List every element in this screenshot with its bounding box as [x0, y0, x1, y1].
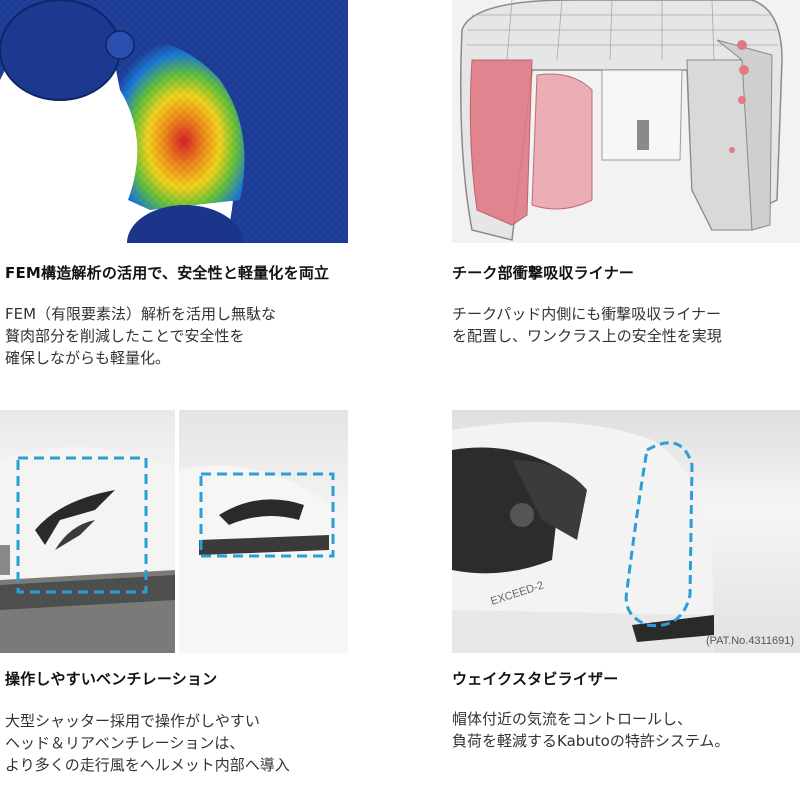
feature-heading-fem: FEM構造解析の活用で、安全性と軽量化を両立 [5, 264, 330, 282]
description-line: より多くの走行風をヘルメット内部へ導入 [5, 756, 290, 774]
description-line: 贅肉部分を削減したことで安全性を [5, 327, 245, 345]
feature-heading-cheek-liner: チーク部衝撃吸収ライナー [452, 264, 635, 282]
ventilation-image-rear [179, 410, 348, 653]
cheek-liner-illustration [460, 0, 783, 241]
description-line: ヘッド＆リアベンチレーションは、 [5, 734, 245, 752]
rear-vent-illustration [179, 465, 348, 653]
description-line: 負荷を軽減するKabutoの特許システム。 [452, 732, 730, 750]
feature-description-cheek-liner: チークパッド内側にも衝撃吸収ライナー を配置し、ワンクラス上の安全性を実現 [452, 303, 722, 347]
fem-analysis-illustration [0, 0, 348, 243]
feature-heading-ventilation: 操作しやすいベンチレーション [5, 670, 218, 688]
wake-stabilizer-image: EXCEED-2 (PAT.No.4311691) [452, 410, 800, 653]
fem-analysis-image [0, 0, 348, 243]
ventilation-image-front [0, 410, 175, 653]
cheek-liner-image [452, 0, 800, 243]
description-line: を配置し、ワンクラス上の安全性を実現 [452, 327, 722, 345]
feature-description-ventilation: 大型シャッター採用で操作がしやすい ヘッド＆リアベンチレーションは、 より多くの… [5, 710, 290, 776]
patent-number: (PAT.No.4311691) [705, 635, 794, 647]
description-line: 確保しながらも軽量化。 [5, 349, 171, 367]
description-line: FEM（有限要素法）解析を活用し無駄な [5, 305, 277, 323]
description-line: チークパッド内側にも衝撃吸収ライナー [452, 305, 721, 323]
front-vent-illustration [0, 447, 175, 653]
description-line: 大型シャッター採用で操作がしやすい [5, 712, 260, 730]
feature-heading-wake-stabilizer: ウェイクスタビライザー [452, 670, 619, 688]
wake-stabilizer-illustration: EXCEED-2 [452, 422, 714, 653]
feature-description-wake-stabilizer: 帽体付近の気流をコントロールし、 負荷を軽減するKabutoの特許システム。 [452, 708, 729, 752]
description-line: 帽体付近の気流をコントロールし、 [452, 710, 693, 728]
feature-description-fem: FEM（有限要素法）解析を活用し無駄な 贅肉部分を削減したことで安全性を 確保し… [5, 303, 276, 369]
